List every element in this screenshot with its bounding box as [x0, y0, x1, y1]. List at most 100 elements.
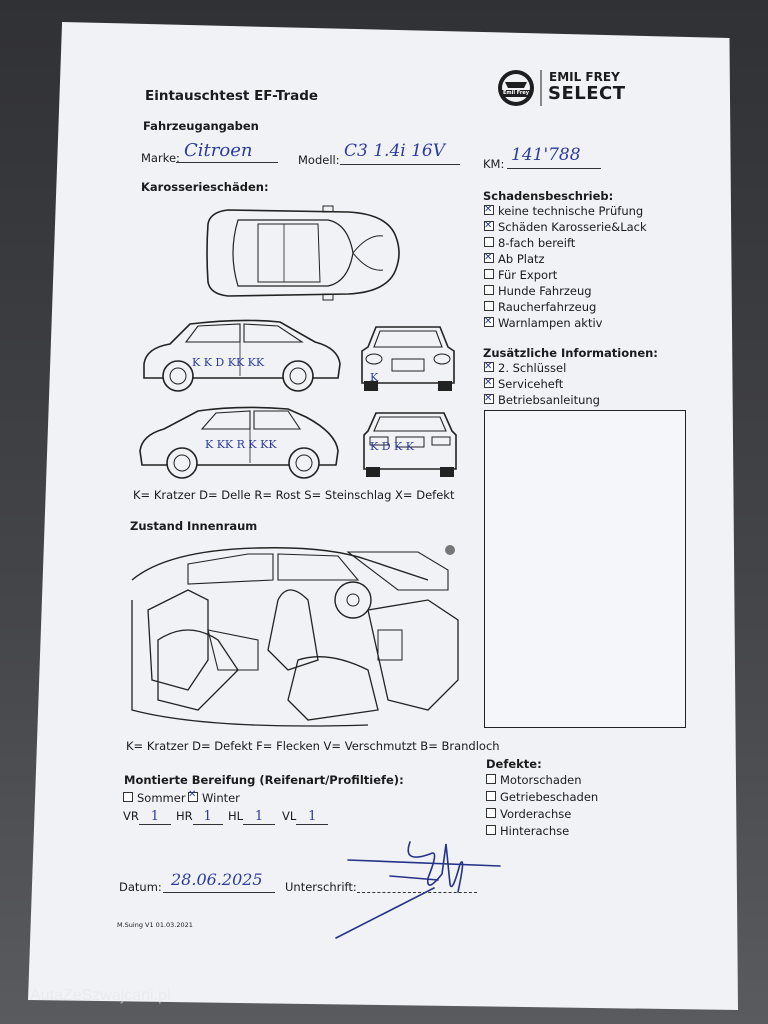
checkbox[interactable] [484, 359, 494, 375]
model-field[interactable]: C3 1.4i 16V [340, 140, 460, 165]
body-damage-title: Karosserieschäden: [141, 180, 269, 194]
checkbox[interactable] [484, 269, 494, 279]
model-label: Modell: [298, 153, 340, 167]
interior-legend: K= Kratzer D= Defekt F= Flecken V= Versc… [126, 739, 500, 753]
defects-list: Motorschaden Getriebeschaden Vorderachse… [486, 772, 598, 840]
damage-item-dog-vehicle[interactable]: Hunde Fahrzeug [484, 283, 647, 299]
tire-hr-label: HR [176, 809, 193, 823]
checkbox[interactable] [486, 791, 496, 801]
make-field[interactable]: Citroen [176, 140, 278, 163]
defects-title: Defekte: [486, 757, 542, 771]
tire-summer-checkbox[interactable] [123, 792, 133, 802]
damage-marks-side-right: K KK R K KK [205, 438, 277, 451]
damage-item-8-tires[interactable]: 8-fach bereift [484, 235, 647, 251]
footer-code: M.Suing V1 01.03.2021 [117, 921, 193, 929]
tire-vr-label: VR [123, 809, 139, 823]
notes-box[interactable] [484, 410, 686, 728]
damage-marks-rear: K D K K [370, 440, 414, 453]
damage-item-label: Für Export [498, 268, 558, 282]
checkbox[interactable] [484, 285, 494, 295]
info-item-label: Betriebsanleitung [498, 393, 600, 407]
tire-vl-label: VL [282, 809, 297, 823]
checkbox[interactable] [486, 774, 496, 784]
damage-item-label: Hunde Fahrzeug [498, 284, 592, 298]
date-field[interactable]: 28.06.2025 [163, 870, 275, 893]
defect-item-label: Hinterachse [500, 824, 570, 838]
checkbox[interactable] [484, 314, 494, 330]
damage-description-title: Schadensbeschrieb: [483, 189, 614, 203]
tires-title: Montierte Bereifung (Reifenart/Profiltie… [124, 773, 404, 787]
checkbox[interactable] [484, 237, 494, 247]
car-interior-diagram [131, 545, 459, 727]
defect-item-gearbox[interactable]: Getriebeschaden [486, 789, 598, 806]
car-top-view-diagram [206, 205, 400, 301]
body-damage-legend: K= Kratzer D= Delle R= Rost S= Steinschl… [133, 488, 455, 502]
damage-item-label: Warnlampen aktiv [498, 316, 603, 330]
checkbox[interactable] [484, 202, 494, 218]
damage-item-export[interactable]: Für Export [484, 267, 647, 283]
car-side-right-diagram [139, 406, 339, 479]
defect-item-rear-axle[interactable]: Hinterachse [486, 823, 598, 840]
info-item-service-book[interactable]: Serviceheft [484, 375, 600, 392]
defect-item-label: Getriebeschaden [500, 790, 599, 804]
tire-vl-value: 1 [308, 809, 317, 824]
checkbox[interactable] [484, 250, 494, 266]
date-label: Datum: [119, 880, 162, 894]
damage-marks-front: K [370, 371, 379, 384]
defect-item-label: Vorderachse [500, 807, 572, 821]
tire-hl-field[interactable]: HL 1 [228, 809, 276, 825]
emil-frey-emblem-icon [498, 70, 542, 106]
car-side-left-diagram [143, 319, 341, 392]
km-field[interactable]: 141'788 [507, 144, 601, 169]
damage-item-label: keine technische Prüfung [498, 204, 644, 218]
checkbox[interactable] [484, 218, 494, 234]
checkbox[interactable] [486, 825, 496, 835]
watermark-text: AutaZeSzwajcarii.pl [30, 987, 171, 1004]
damage-item-body-paint[interactable]: Schäden Karosserie&Lack [484, 218, 647, 235]
tire-hl-value: 1 [254, 809, 264, 824]
info-item-label: 2. Schlüssel [498, 361, 567, 375]
tire-summer-option[interactable]: Sommer [123, 791, 186, 805]
checkbox[interactable] [484, 391, 494, 407]
checkbox[interactable] [484, 301, 494, 311]
car-rear-view-diagram [363, 412, 457, 477]
tire-vl-field[interactable]: VL 1 [282, 809, 329, 825]
checkbox[interactable] [486, 808, 496, 818]
damage-item-warning-lamps[interactable]: Warnlampen aktiv [484, 314, 647, 331]
tire-winter-option[interactable]: Winter [188, 789, 240, 805]
signature-field[interactable] [357, 878, 477, 893]
damage-item-label: Raucherfahrzeug [498, 300, 597, 314]
defect-item-front-axle[interactable]: Vorderachse [486, 806, 598, 823]
logo-name-line2: SELECT [548, 83, 626, 104]
checkbox[interactable] [484, 375, 494, 391]
damage-item-smoker[interactable]: Raucherfahrzeug [484, 299, 647, 315]
emil-frey-logo: Emil Frey EMIL FREY SELECT [497, 68, 629, 112]
car-front-view-diagram [361, 326, 455, 391]
date-value: 28.06.2025 [171, 870, 263, 889]
km-label: KM: [483, 157, 505, 171]
form-title: Eintauschtest EF-Trade [145, 88, 319, 104]
defect-item-engine[interactable]: Motorschaden [486, 772, 598, 789]
km-value: 141'788 [511, 145, 581, 165]
info-item-second-key[interactable]: 2. Schlüssel [484, 359, 600, 376]
tire-hl-label: HL [228, 809, 244, 823]
make-value: Citroen [184, 140, 253, 161]
damage-marks-side-left: K K D KK KK [192, 356, 265, 369]
info-item-manual[interactable]: Betriebsanleitung [484, 391, 600, 408]
tire-summer-label: Sommer [137, 791, 186, 805]
model-value: C3 1.4i 16V [344, 141, 446, 161]
make-label: Marke: [141, 151, 180, 165]
logo-small-text: Emil Frey [503, 90, 530, 96]
damage-item-no-tech-check[interactable]: keine technische Prüfung [484, 202, 647, 219]
interior-title: Zustand Innenraum [130, 519, 258, 533]
defect-item-label: Motorschaden [500, 773, 582, 787]
damage-item-label: 8-fach bereift [498, 236, 576, 250]
info-item-label: Serviceheft [498, 377, 564, 391]
damage-description-list: keine technische Prüfung Schäden Karosse… [484, 202, 647, 331]
additional-info-title: Zusätzliche Informationen: [483, 346, 658, 360]
damage-item-ab-platz[interactable]: Ab Platz [484, 250, 647, 267]
handwritten-signature [335, 841, 501, 939]
tire-winter-checkbox[interactable] [188, 789, 198, 802]
